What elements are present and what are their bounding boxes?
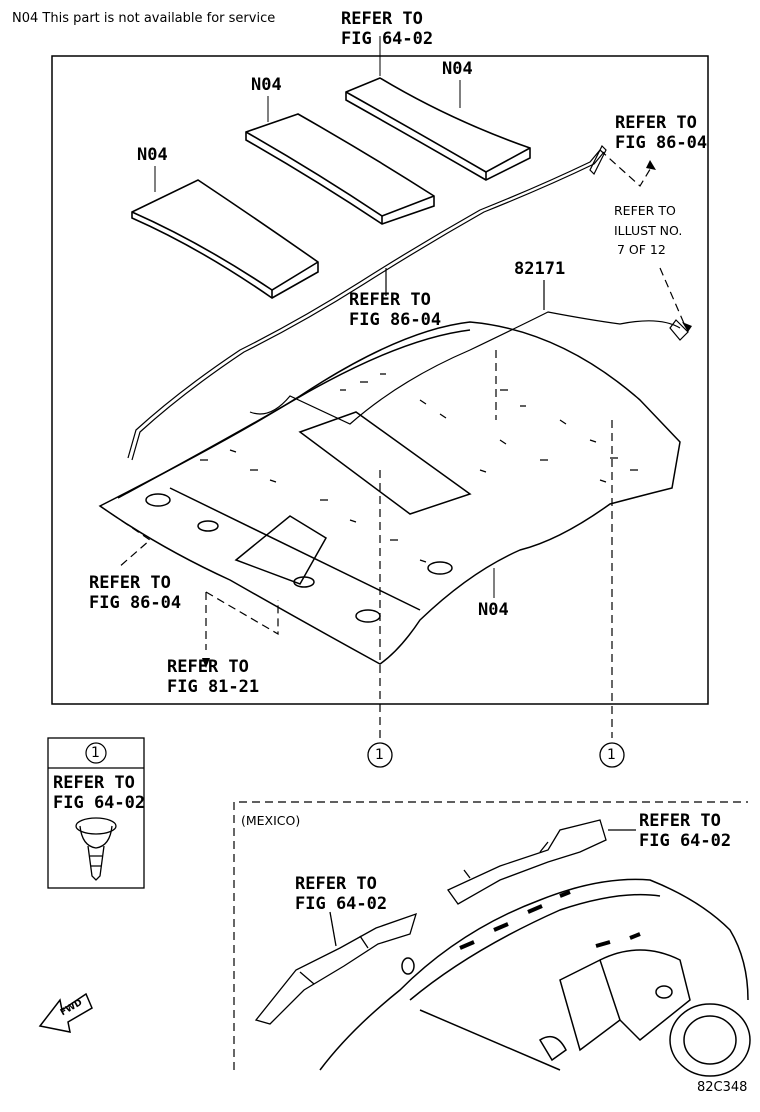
callout-number-1: 1 <box>375 747 384 763</box>
top-refer-line1: REFER TO <box>341 9 423 29</box>
pad-label-a: N04 <box>137 145 168 165</box>
mexico-frame <box>233 801 748 1070</box>
top-refer-line2: FIG 64-02 <box>341 29 434 49</box>
illust-line2: ILLUST NO. <box>614 223 683 238</box>
callout-circle-2 <box>599 742 625 768</box>
pad-leaders <box>154 36 461 192</box>
arrowheads <box>202 160 692 668</box>
mexico-car <box>319 878 751 1077</box>
pad-middle <box>245 113 435 225</box>
mexico-right-refer-line1: REFER TO <box>639 811 721 831</box>
headliner-details <box>200 373 638 563</box>
bottom-refer-line1: REFER TO <box>167 657 249 677</box>
right-refer-line1: REFER TO <box>615 113 697 133</box>
mexico-trim-right <box>447 819 636 905</box>
pad-label-b: N04 <box>251 75 282 95</box>
headliner-label: N04 <box>478 600 509 620</box>
headliner <box>98 321 681 665</box>
illust-line1: REFER TO <box>614 203 676 218</box>
legend-box <box>47 737 145 889</box>
legend-circle <box>85 742 107 764</box>
pad-right <box>345 77 531 181</box>
illust-line3: 7 OF 12 <box>617 242 666 257</box>
callout-circle-1 <box>367 742 393 768</box>
dashed-refs <box>99 149 687 738</box>
fwd-arrow-icon <box>38 992 93 1033</box>
pad-label-c: N04 <box>442 59 473 79</box>
bottom-refer-line2: FIG 81-21 <box>167 677 260 697</box>
left-refer-line2: FIG 86-04 <box>89 593 182 613</box>
wire-82171 <box>249 280 689 425</box>
mid-refer-line2: FIG 86-04 <box>349 310 442 330</box>
mexico-left-refer-line1: REFER TO <box>295 874 377 894</box>
mexico-trim-left <box>254 911 417 1025</box>
mexico-right-refer-line2: FIG 64-02 <box>639 831 732 851</box>
pad-left <box>131 179 319 299</box>
clip-icon <box>75 817 117 881</box>
curtain-airbag-marks <box>459 890 641 950</box>
legend-number: 1 <box>91 745 100 761</box>
availability-note: N04 This part is not available for servi… <box>12 11 276 26</box>
mexico-left-refer-line2: FIG 64-02 <box>295 894 388 914</box>
legend-refer-line2: FIG 64-02 <box>53 793 146 813</box>
left-refer-line1: REFER TO <box>89 573 171 593</box>
callout-number-2: 1 <box>607 747 616 763</box>
mexico-title: (MEXICO) <box>241 813 301 828</box>
diagram-code: 82C348 <box>697 1080 748 1095</box>
wire-harness-upper <box>127 144 607 461</box>
right-refer-line2: FIG 86-04 <box>615 133 708 153</box>
mid-refer-line1: REFER TO <box>349 290 431 310</box>
wire-part-number: 82171 <box>514 259 566 279</box>
legend-refer-line1: REFER TO <box>53 773 135 793</box>
